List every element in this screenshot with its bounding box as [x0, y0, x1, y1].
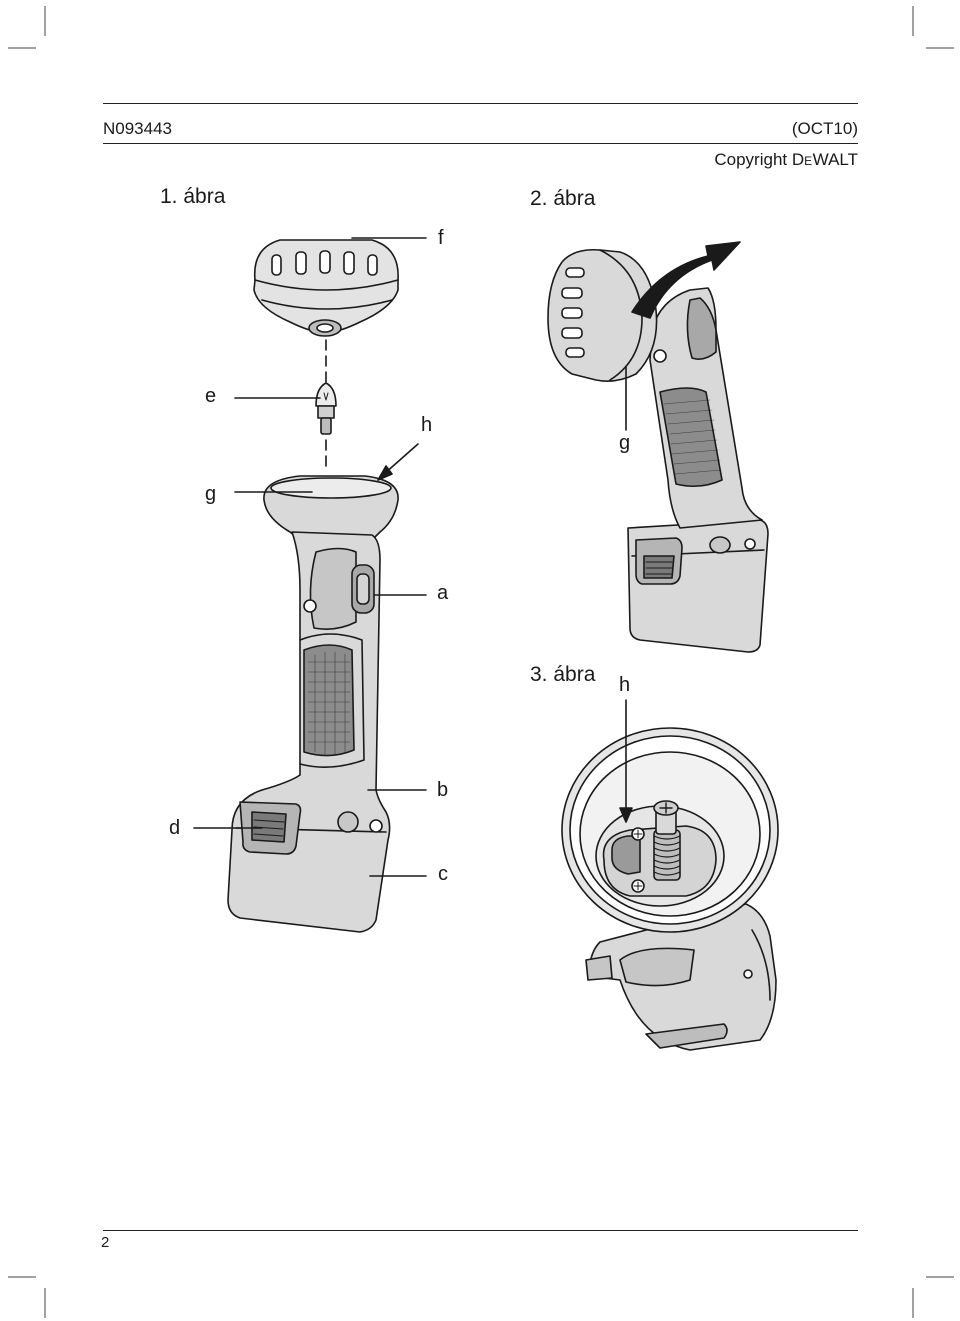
header-bottom-rule	[103, 143, 858, 144]
label-b: b	[437, 779, 449, 801]
label-g-fig2: g	[619, 432, 631, 454]
figure-1-title: 1. ábra	[160, 185, 226, 208]
brand-e: E	[804, 154, 813, 168]
figure-2-title: 2. ábra	[530, 187, 596, 210]
bulb-drawing	[315, 382, 337, 435]
flashlight-tilted-drawing	[547, 241, 769, 653]
copyright-line: Copyright DEWALT	[714, 150, 858, 170]
brand-walt: WALT	[812, 150, 858, 169]
footer-rule	[103, 1230, 858, 1231]
head-interior-drawing	[561, 699, 779, 1051]
figure-3-title: 3. ábra	[530, 663, 596, 686]
lens-cap-drawing	[253, 239, 399, 337]
brand-d: D	[791, 150, 805, 169]
label-e: e	[205, 385, 217, 407]
page-number: 2	[101, 1234, 110, 1251]
document-number: N093443	[103, 119, 173, 138]
label-c: c	[438, 863, 448, 885]
revision-code: (OCT10)	[791, 119, 858, 138]
label-d: d	[169, 817, 181, 839]
label-h-fig3: h	[619, 674, 631, 696]
copyright-text: Copyright	[714, 150, 792, 169]
label-g-fig1: g	[205, 483, 217, 505]
header-top-rule	[103, 103, 858, 104]
label-h-fig1: h	[421, 414, 433, 436]
label-f: f	[438, 227, 444, 249]
flashlight-body-drawing	[227, 475, 399, 933]
label-a: a	[437, 582, 449, 604]
